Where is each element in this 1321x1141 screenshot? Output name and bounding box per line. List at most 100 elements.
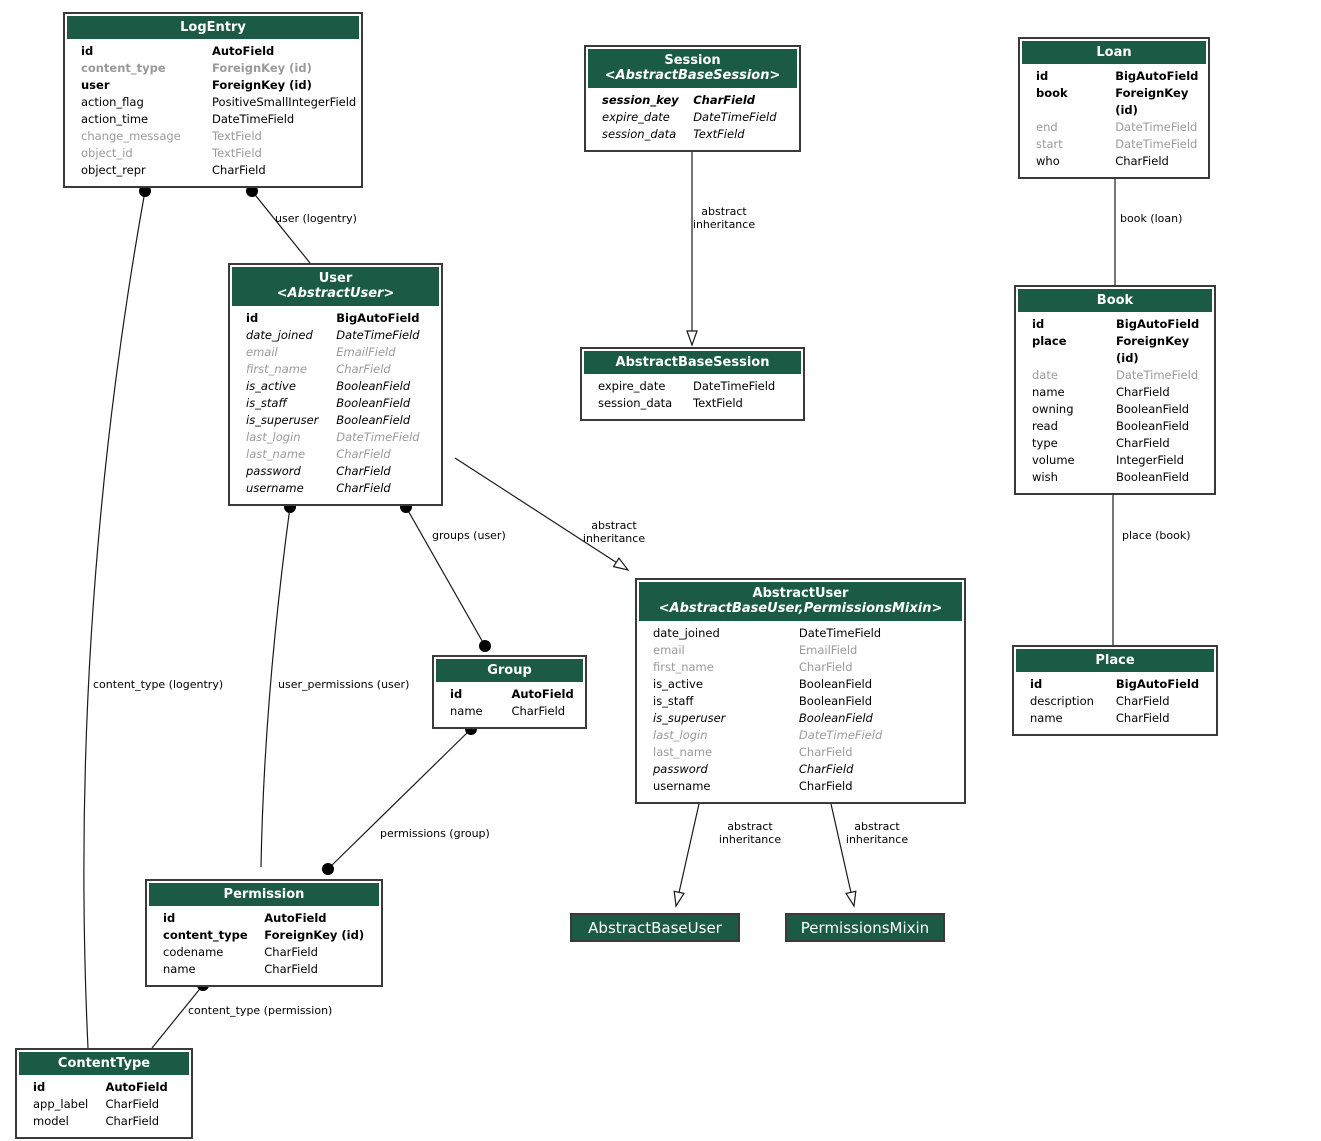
field-name: last_name xyxy=(246,446,306,461)
field-type: BooleanField xyxy=(1116,470,1190,485)
field-type: CharField xyxy=(336,463,391,478)
field-name: id xyxy=(163,911,176,926)
table-subtitle: <AbstractBaseUser,PermissionsMixin> xyxy=(658,601,943,617)
table-header: Permission xyxy=(149,883,379,907)
edge-label-abstract-inheritance-abstractbaseuser: abstract inheritance xyxy=(718,820,782,847)
field-type: AutoField xyxy=(212,44,275,59)
field-name: end xyxy=(1036,120,1058,135)
table-header: Session<AbstractBaseSession> xyxy=(588,49,797,88)
table-title: Session xyxy=(664,53,721,68)
field-name: name xyxy=(450,704,483,719)
field-type: BooleanField xyxy=(336,378,411,393)
edge-permission-contenttype xyxy=(151,984,204,1049)
field-type: CharField xyxy=(1115,711,1170,726)
field-type: BooleanField xyxy=(798,693,873,708)
field-type: CharField xyxy=(264,962,318,977)
field-type: ForeignKey (id) xyxy=(264,928,365,943)
table-header: Book xyxy=(1018,289,1212,313)
field-type: AutoField xyxy=(511,687,574,702)
field-type: TextField xyxy=(693,396,743,411)
edge-label-content-type-logentry: content_type (logentry) xyxy=(93,678,224,691)
edge-label-content-type-permission: content_type (permission) xyxy=(188,1004,333,1017)
field-name: email xyxy=(653,642,685,657)
field-name: id xyxy=(81,44,94,59)
edge-user-inherits-abstractuser xyxy=(454,457,630,571)
field-type: BigAutoField xyxy=(1115,677,1200,692)
field-name: is_staff xyxy=(246,395,287,410)
field-row-is_staff: is_staff BooleanField xyxy=(232,395,439,412)
field-type: DateTimeField xyxy=(1115,120,1198,135)
field-type: EmailField xyxy=(336,344,396,359)
field-row-id: id BigAutoField xyxy=(1016,676,1214,693)
field-type: CharField xyxy=(336,446,391,461)
field-type: DateTimeField xyxy=(212,112,295,127)
field-name: volume xyxy=(1032,453,1075,468)
field-name: app_label xyxy=(33,1097,89,1112)
field-name: wish xyxy=(1032,470,1058,485)
edge-label-abstract-inheritance-session: abstract inheritance xyxy=(692,205,756,232)
edge-label-abstract-inheritance-user: abstract inheritance xyxy=(582,519,646,546)
field-name: id xyxy=(1036,69,1049,84)
field-name: id xyxy=(1030,677,1043,692)
table-header: Group xyxy=(436,659,583,683)
table-header: AbstractBaseSession xyxy=(584,351,801,375)
field-name: date_joined xyxy=(653,625,720,640)
field-name: expire_date xyxy=(598,379,666,394)
field-name: session_data xyxy=(598,396,673,411)
field-name: first_name xyxy=(246,361,308,376)
edge-label-user-logentry: user (logentry) xyxy=(275,212,357,225)
field-name: is_active xyxy=(246,378,296,393)
field-type: BooleanField xyxy=(1116,419,1190,434)
field-name: email xyxy=(246,344,278,359)
field-type: AutoField xyxy=(264,911,327,926)
field-row-session_data: session_data TextField xyxy=(584,395,801,412)
field-name: name xyxy=(1030,711,1063,726)
field-name: is_superuser xyxy=(653,710,726,725)
class-box-permissionsmixin: PermissionsMixin xyxy=(785,913,945,942)
table-title: Place xyxy=(1095,653,1135,668)
field-name: is_active xyxy=(653,676,703,691)
field-name: id xyxy=(33,1080,46,1095)
field-name: last_login xyxy=(246,429,301,444)
field-type: CharField xyxy=(798,744,853,759)
edge-label-permissions-group: permissions (group) xyxy=(380,827,490,840)
field-name: id xyxy=(246,310,259,325)
field-name: session_data xyxy=(602,126,677,141)
field-type: IntegerField xyxy=(1116,453,1184,468)
field-row-id: id AutoField xyxy=(149,910,379,927)
table-header: Loan xyxy=(1022,41,1206,65)
field-name: codename xyxy=(163,945,224,960)
field-type: CharField xyxy=(264,945,318,960)
field-row-codename: codename CharField xyxy=(149,944,379,961)
field-type: BooleanField xyxy=(336,395,411,410)
field-type: CharField xyxy=(105,1097,160,1112)
